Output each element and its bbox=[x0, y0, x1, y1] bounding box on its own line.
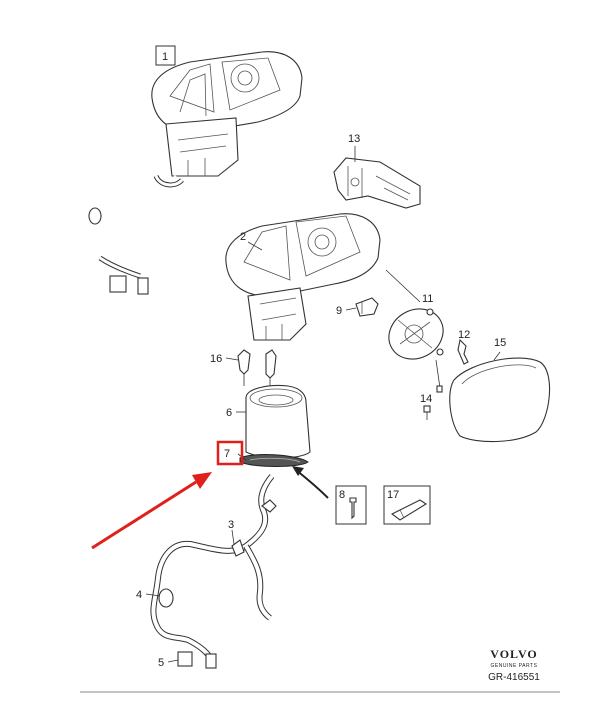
part-4-label: 4 bbox=[136, 589, 142, 601]
part-3-leader bbox=[231, 529, 235, 545]
part-1-mirror-assembly bbox=[151, 51, 303, 177]
part-1-box bbox=[155, 45, 176, 66]
part-6-label: 6 bbox=[226, 407, 232, 419]
part-15-mirror-glass bbox=[449, 357, 551, 443]
part-9-clip bbox=[355, 297, 379, 317]
part-12-label: 12 bbox=[458, 329, 470, 341]
part-17-label: 17 bbox=[387, 489, 399, 501]
part-8-label: 8 bbox=[339, 489, 345, 501]
part-9-leader bbox=[345, 307, 357, 311]
lower-wiring-harness bbox=[150, 474, 277, 669]
part-8-box bbox=[335, 485, 367, 525]
part-7-label: 7 bbox=[224, 448, 230, 460]
part-5-label: 5 bbox=[158, 657, 164, 669]
part-1-label: 1 bbox=[162, 51, 168, 63]
part-13-bracket bbox=[333, 157, 421, 209]
highlight-arrow bbox=[91, 472, 212, 550]
part-9-label: 9 bbox=[336, 305, 342, 317]
part-4-leader bbox=[145, 593, 161, 597]
brand-logo: VOLVO GENUINE PARTS bbox=[474, 647, 554, 669]
part-16-leader bbox=[225, 357, 239, 361]
part-3-label: 3 bbox=[228, 519, 234, 531]
part-11-adjustment-motor bbox=[388, 308, 444, 393]
part-14-screw bbox=[423, 405, 431, 420]
part-11-label: 11 bbox=[422, 293, 433, 305]
diagram-reference: GR-416551 bbox=[488, 672, 540, 683]
part-6-base-cover bbox=[245, 384, 311, 459]
part-11-leader bbox=[385, 269, 421, 303]
brand-name: VOLVO bbox=[490, 647, 538, 661]
part-2-label: 2 bbox=[240, 231, 246, 243]
part-16-label: 16 bbox=[210, 353, 222, 365]
part-2-leader bbox=[247, 241, 263, 251]
part-12-screw bbox=[457, 338, 469, 365]
part-15-leader bbox=[493, 351, 501, 361]
part-1-wiring-harness bbox=[88, 168, 184, 295]
brand-subtitle: GENUINE PARTS bbox=[490, 663, 538, 669]
part-7-gasket bbox=[239, 454, 309, 467]
part-15-label: 15 bbox=[494, 337, 506, 349]
part-17-box bbox=[383, 485, 431, 525]
part-2-housing-frame bbox=[225, 213, 381, 341]
part-14-label: 14 bbox=[420, 393, 432, 405]
kit-pointer-arrow bbox=[292, 466, 329, 499]
part-5-leader bbox=[167, 659, 179, 663]
part-13-label: 13 bbox=[348, 133, 360, 145]
part-16-bolts bbox=[237, 349, 277, 390]
part-7-highlight-box bbox=[216, 440, 244, 466]
